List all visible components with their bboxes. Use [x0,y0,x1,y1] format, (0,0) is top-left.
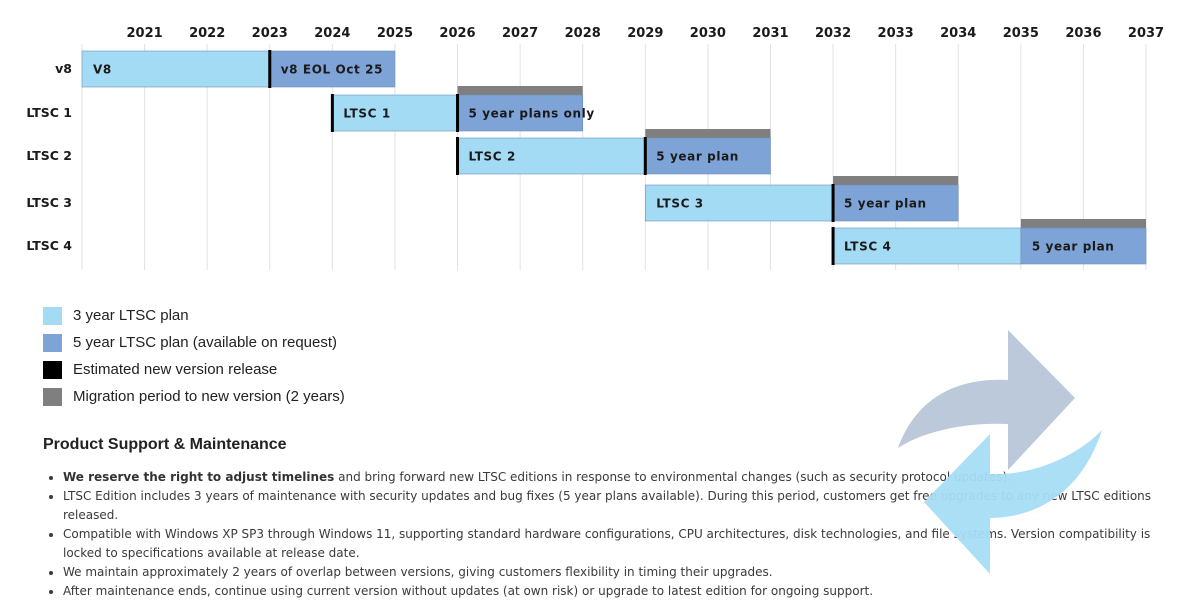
support-title: Product Support & Maintenance [43,436,287,453]
x-tick-label: 2033 [878,26,914,41]
row-label: LTSC 4 [26,238,72,253]
legend-item-5yr: 5 year LTSC plan (available on request) [43,329,345,356]
release-marker [643,137,647,175]
legend-swatch [43,387,62,406]
x-tick-label: 2036 [1065,26,1101,41]
legend: 3 year LTSC plan 5 year LTSC plan (availa… [43,302,345,410]
release-marker [268,50,272,88]
support-note-text: LTSC Edition includes 3 years of mainten… [63,489,1152,522]
release-marker [330,94,334,132]
support-note: Compatible with Windows XP SP3 through W… [63,525,1163,563]
bar-label: 5 year plans only [469,107,595,121]
plan-bar-5yr [269,50,396,88]
refresh-arrows-icon [898,330,1102,574]
support-notes: We reserve the right to adjust timelines… [63,468,1163,601]
bars: V8 v8 EOL Oct 25 LTSC 1 5 year plans onlyLT… [81,50,1147,265]
legend-item-3yr: 3 year LTSC plan [43,302,345,329]
row-label: LTSC 1 [26,105,72,120]
refresh-arrow-top [898,330,1075,470]
migration-bar [1020,219,1146,228]
plan-bar-5yr [832,184,959,222]
support-note: After maintenance ends, continue using c… [63,582,1163,601]
migration-bar [457,86,583,95]
support-note-text: We maintain approximately 2 years of ove… [63,565,773,579]
release-marker [456,137,460,175]
x-tick-label: 2035 [1003,26,1039,41]
legend-swatch [43,306,62,325]
row-label: LTSC 2 [26,148,72,163]
x-tick-label: 2027 [502,26,538,41]
plan-bar-3yr [332,94,458,132]
migration-bar [645,129,771,138]
row-label: LTSC 3 [26,195,72,210]
legend-label: 5 year LTSC plan (available on request) [73,334,338,351]
x-tick-label: 2025 [377,26,413,41]
bar-label: v8 EOL Oct 25 [281,63,383,77]
x-tick-label: 2022 [189,26,225,41]
bar-label: LTSC 1 [343,107,390,121]
x-tick-label: 2029 [627,26,663,41]
x-tick-label: 2034 [940,26,976,41]
x-tick-label: 2021 [126,26,162,41]
x-tick-label: 2024 [314,26,350,41]
row-label: v8 [55,61,72,76]
legend-label: Estimated new version release [73,361,278,378]
legend-item-migration: Migration period to new version (2 years… [43,383,345,410]
legend-swatch [43,360,62,379]
plan-bar-3yr [81,50,271,88]
support-note-text: and bring forward new LTSC editions in r… [334,470,1012,484]
bar-label: LTSC 3 [656,197,703,211]
x-tick-label: 2037 [1128,26,1164,41]
bar-label: 5 year plan [844,197,927,211]
x-axis-ticks: 2021 2022 2023 2024 2025 2026 2027 2028 2029 2030… [126,26,1164,41]
plan-bar-5yr [1020,227,1147,265]
bar-label: 5 year plan [656,150,739,164]
x-tick-label: 2026 [439,26,475,41]
x-tick-label: 2028 [565,26,601,41]
plan-bar-3yr [644,184,834,222]
x-tick-label: 2023 [252,26,288,41]
release-marker [831,227,835,265]
bar-label: LTSC 2 [469,150,516,164]
plan-bar-5yr [457,94,584,132]
support-note-bold: We reserve the right to adjust timelines [63,470,335,484]
x-tick-label: 2030 [690,26,726,41]
legend-label: 3 year LTSC plan [73,307,189,324]
support-note: We maintain approximately 2 years of ove… [63,563,1163,582]
bar-label: LTSC 4 [844,240,891,254]
bar-label: 5 year plan [1032,240,1115,254]
bar-label: V8 [93,63,112,77]
support-note-text: Compatible with Windows XP SP3 through W… [63,527,1151,560]
legend-swatch [43,333,62,352]
refresh-arrow-bottom [924,430,1102,574]
legend-item-release: Estimated new version release [43,356,345,383]
support-note: LTSC Edition includes 3 years of mainten… [63,487,1163,525]
x-tick-label: 2032 [815,26,851,41]
release-marker [456,94,460,132]
support-note: We reserve the right to adjust timelines… [63,468,1163,487]
plan-bar-5yr [644,137,771,175]
migration-bar [833,176,959,185]
release-marker [831,184,835,222]
legend-label: Migration period to new version (2 years… [73,388,345,405]
x-tick-label: 2031 [752,26,788,41]
support-note-text: After maintenance ends, continue using c… [63,584,874,598]
